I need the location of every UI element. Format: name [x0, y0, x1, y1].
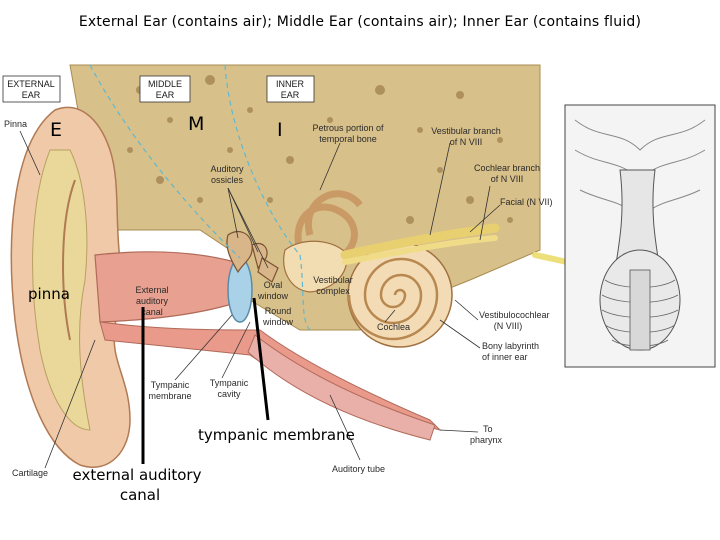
- label-auditory-tube: Auditory tube: [332, 464, 385, 474]
- label-round-window-2: window: [262, 317, 294, 327]
- inner-ear-line2: EAR: [281, 90, 300, 100]
- label-facial: Facial (N VII): [500, 197, 553, 207]
- nerve-bundle: [340, 223, 500, 265]
- label-tympanic-membrane-2: membrane: [148, 391, 191, 401]
- label-vestibular-branch-2: of N VIII: [450, 137, 483, 147]
- label-cochlear-branch-1: Cochlear branch: [474, 163, 540, 173]
- label-cochlea: Cochlea: [377, 322, 410, 332]
- label-cartilage: Cartilage: [12, 468, 48, 478]
- brainstem-panel: [564, 104, 716, 368]
- label-tympanic-membrane-1: Tympanic: [151, 380, 190, 390]
- label-to-pharynx-1: To: [483, 424, 493, 434]
- label-petrous-2: temporal bone: [319, 134, 377, 144]
- middle-ear-line1: MIDDLE: [148, 79, 182, 89]
- label-vestibulocochlear-1: Vestibulocochlear: [479, 310, 550, 320]
- middle-ear-line2: EAR: [156, 90, 175, 100]
- vestibular-complex-shape: [283, 240, 348, 293]
- label-vestibular-complex-2: complex: [316, 286, 350, 296]
- pinna-fold: [62, 179, 76, 341]
- annotation-external-canal-2: canal: [120, 486, 160, 504]
- label-pinna-small: Pinna: [4, 119, 27, 129]
- auditory-tube-shape: [247, 334, 436, 441]
- label-petrous-1: Petrous portion of: [312, 123, 384, 133]
- label-vestibulocochlear-2: (N VIII): [494, 321, 523, 331]
- label-external-canal-3: canal: [141, 307, 163, 317]
- label-tympanic-cavity-2: cavity: [217, 389, 241, 399]
- page-title: External Ear (contains air); Middle Ear …: [78, 14, 642, 30]
- label-tympanic-cavity-1: Tympanic: [210, 378, 249, 388]
- label-to-pharynx-2: pharynx: [470, 435, 503, 445]
- external-ear-box: EXTERNAL EAR: [2, 75, 61, 103]
- inner-ear-box: INNER EAR: [266, 75, 315, 103]
- ossicles: [226, 231, 279, 283]
- external-canal-shape: [94, 251, 246, 323]
- label-oval-window-2: window: [257, 291, 289, 301]
- label-round-window-1: Round: [265, 306, 292, 316]
- inner-ear-line1: INNER: [276, 79, 305, 89]
- letter-m: M: [188, 113, 204, 135]
- label-external-canal-2: auditory: [136, 296, 169, 306]
- label-vestibular-branch-1: Vestibular branch: [431, 126, 501, 136]
- region-boundaries: [89, 64, 311, 331]
- label-bony-labyrinth-1: Bony labyrinth: [482, 341, 539, 351]
- pointer-tympanic-membrane: [252, 297, 270, 421]
- external-ear-line1: EXTERNAL: [7, 79, 55, 89]
- label-auditory-ossicles-2: ossicles: [211, 175, 244, 185]
- external-ear-line2: EAR: [22, 90, 41, 100]
- letter-i: I: [277, 119, 283, 141]
- annotation-tympanic-membrane: tympanic membrane: [198, 426, 355, 444]
- label-oval-window-1: Oval: [264, 280, 283, 290]
- letter-e: E: [50, 119, 62, 141]
- pinna-cartilage: [32, 149, 91, 431]
- leader-lines: [19, 130, 501, 469]
- label-cochlear-branch-2: of N VIII: [491, 174, 524, 184]
- annotation-pinna: pinna: [28, 285, 70, 303]
- annotation-external-canal-1: external auditory: [73, 466, 202, 484]
- label-auditory-ossicles-1: Auditory: [210, 164, 244, 174]
- label-vestibular-complex-1: Vestibular: [313, 275, 353, 285]
- label-external-canal-1: External: [135, 285, 168, 295]
- label-bony-labyrinth-2: of inner ear: [482, 352, 528, 362]
- middle-ear-box: MIDDLE EAR: [139, 75, 191, 103]
